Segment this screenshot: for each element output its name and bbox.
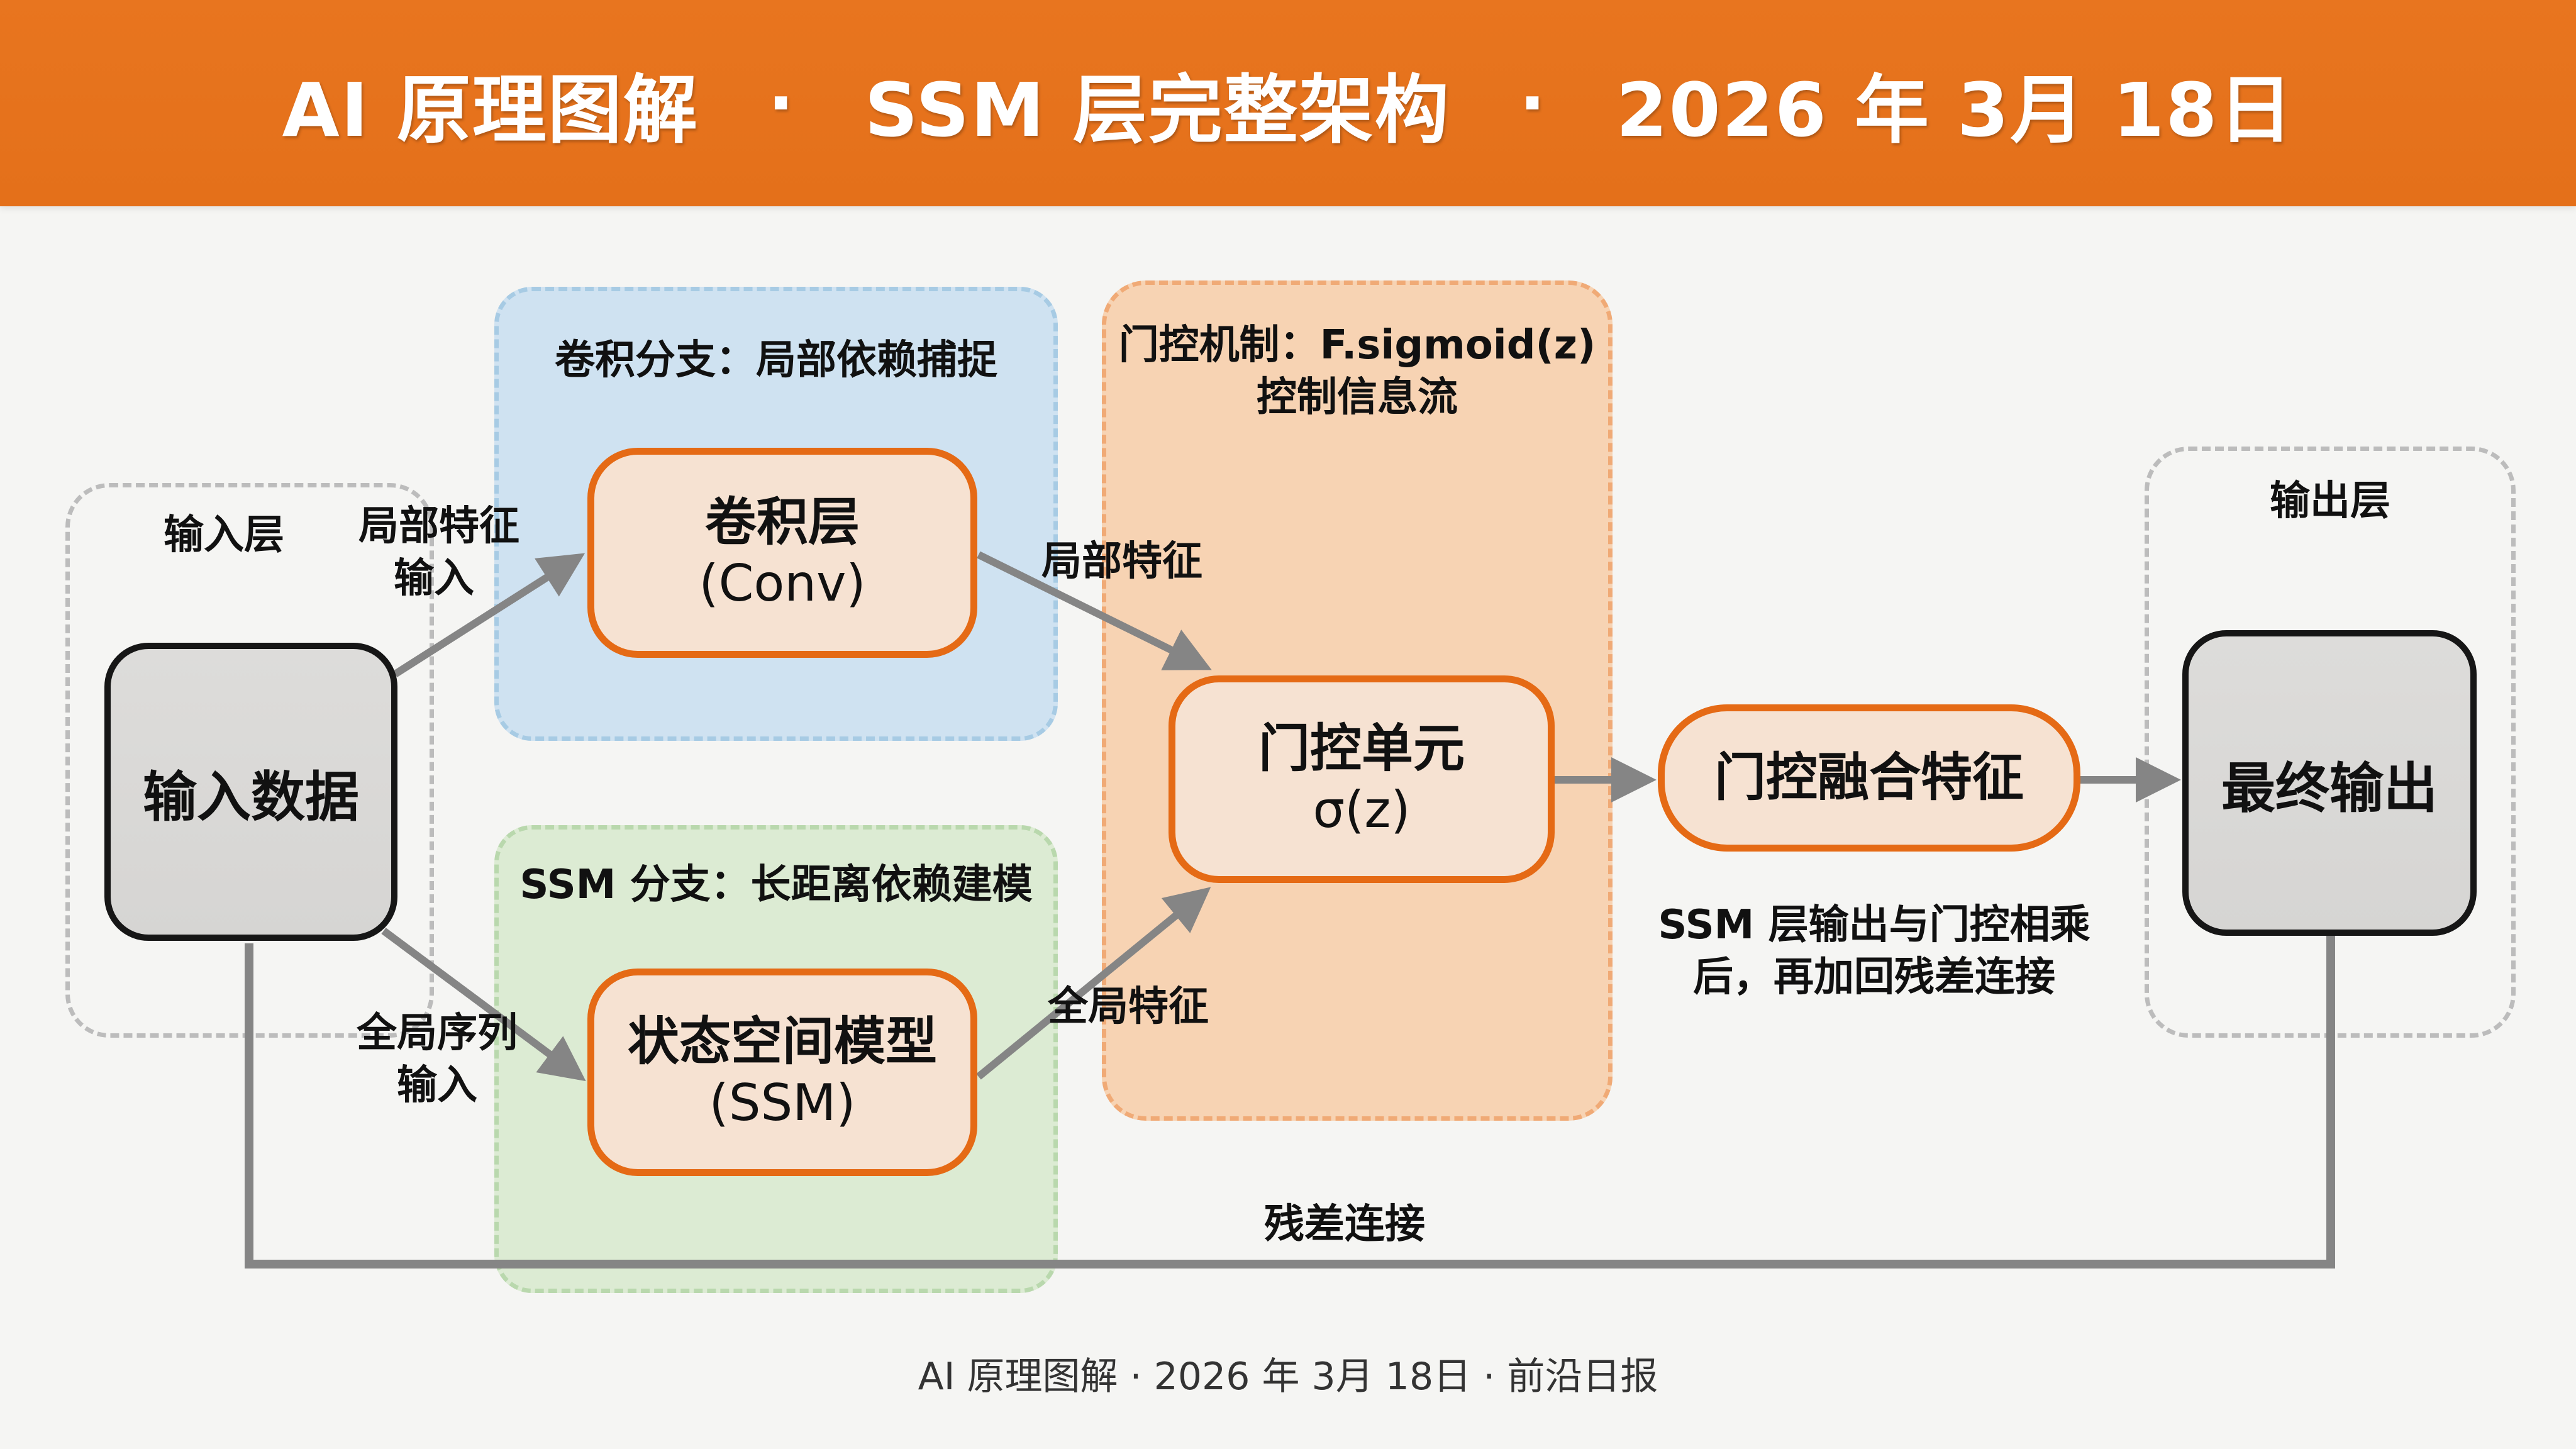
arrow-conv-to-gate — [977, 551, 1212, 670]
input-data-label: 输入数据 — [143, 765, 359, 829]
arrow-input-to-conv — [392, 553, 586, 678]
final-output-node[interactable]: 最终输出 — [2182, 630, 2477, 936]
conv-layer-node[interactable]: 卷积层 (Conv) — [587, 448, 977, 658]
output-layer-label: 输出层 — [2270, 478, 2390, 525]
conv-layer-sublabel: (Conv) — [699, 554, 866, 613]
ssm-node[interactable]: 状态空间模型 (SSM) — [587, 969, 977, 1176]
header-bar: AI 原理图解 · SSM 层完整架构 · 2026 年 3月 18日 — [0, 0, 2576, 206]
title-date: 2026 年 3月 18日 — [1616, 66, 2294, 153]
input-layer-label: 输入层 — [164, 512, 284, 558]
residual-connection-label: 残差连接 — [1264, 1201, 1425, 1248]
ssm-label: 状态空间模型 — [627, 1011, 937, 1072]
page-title: AI 原理图解 · SSM 层完整架构 · 2026 年 3月 18日 — [282, 50, 2294, 157]
final-output-label: 最终输出 — [2221, 757, 2438, 820]
conv-branch-label: 卷积分支：局部依赖捕捉 — [555, 337, 997, 384]
arrow-input-to-ssm — [381, 928, 586, 1082]
ssm-sublabel: (SSM) — [709, 1074, 856, 1133]
title-separator: · — [767, 63, 796, 143]
gate-mechanism-formula: 门控机制：F.sigmoid(z) — [1118, 322, 1596, 369]
gated-fusion-label: 门控融合特征 — [1714, 747, 2024, 808]
gate-mechanism-desc: 控制信息流 — [1257, 374, 1458, 421]
gate-unit-sublabel: σ(z) — [1313, 780, 1411, 840]
fusion-annotation: SSM 层输出与门控相乘 后，再加回残差连接 — [1658, 902, 2090, 1001]
edge-label-conv-to-gate: 局部特征 — [1041, 538, 1202, 585]
gate-mechanism-label: 门控机制：F.sigmoid(z) 控制信息流 — [1102, 319, 1613, 424]
footer-caption: AI 原理图解 · 2026 年 3月 18日 · 前沿日报 — [918, 1355, 1658, 1399]
arrow-ssm-to-gate — [976, 887, 1211, 1080]
edge-label-ssm-to-gate: 全局特征 — [1048, 984, 1209, 1030]
title-separator: · — [1519, 63, 1547, 143]
title-topic: SSM 层完整架构 — [864, 66, 1450, 153]
conv-layer-label: 卷积层 — [704, 492, 860, 552]
gate-unit-label: 门控单元 — [1258, 718, 1465, 779]
input-data-node[interactable]: 输入数据 — [104, 643, 397, 941]
edge-label-input-to-conv: 局部特征 输入 — [358, 503, 519, 602]
gate-unit-node[interactable]: 门控单元 σ(z) — [1169, 675, 1555, 883]
gated-fusion-node[interactable]: 门控融合特征 — [1658, 704, 2080, 852]
ssm-branch-label: SSM 分支：长距离依赖建模 — [519, 862, 1033, 908]
residual-connection-line — [245, 936, 2335, 1269]
edge-label-input-to-ssm: 全局序列 输入 — [357, 1010, 518, 1109]
title-series: AI 原理图解 — [282, 66, 699, 153]
